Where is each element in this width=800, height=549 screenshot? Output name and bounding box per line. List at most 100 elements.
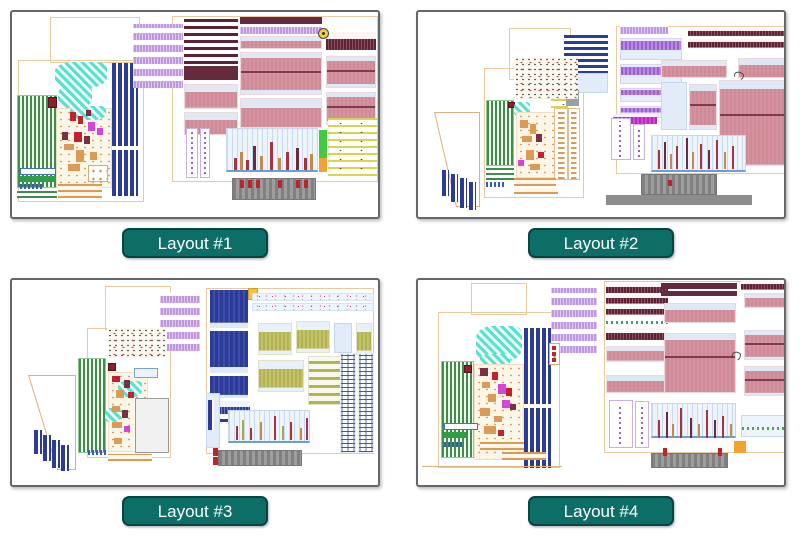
salmon-band-block <box>738 58 784 78</box>
red-dot-block <box>492 372 498 380</box>
red-dot-block <box>112 376 120 382</box>
micro-rows-block <box>340 353 356 453</box>
navy-cols-block <box>34 430 42 454</box>
lightblue-block <box>334 323 352 353</box>
gray-dock-block <box>641 174 717 195</box>
sp-red-block <box>306 418 308 440</box>
tan-rows-block <box>108 454 152 461</box>
navy-cols-block <box>52 440 60 468</box>
red-dot-block <box>552 358 556 362</box>
olive-band-block <box>258 360 304 392</box>
maroon-mark-block <box>536 134 542 142</box>
magenta-dot-block <box>502 400 510 408</box>
green-bars-block <box>17 190 57 198</box>
maroon-mark-block <box>480 368 488 376</box>
red-dot-block <box>506 388 512 396</box>
spike-panel-block <box>651 403 736 438</box>
outline-block <box>50 17 140 63</box>
layout-3-section: Layout #3 <box>10 278 380 526</box>
purple-band-block <box>620 38 682 60</box>
layout-1-section: Layout #1 <box>10 10 380 258</box>
sp-tan-block <box>670 154 672 169</box>
red-dot-block <box>278 180 282 188</box>
red-dot-block <box>538 152 544 158</box>
salmon-band-block <box>606 346 668 362</box>
blue-scrib-block <box>20 184 44 189</box>
sp-maroon-block <box>690 418 692 438</box>
gray-solid-block <box>606 195 752 205</box>
layouts-grid: Layout #1 Layout #2 Layout #3 Layout #4 <box>10 10 786 526</box>
tan-rows-block <box>502 452 546 460</box>
sp-red-block <box>270 142 273 170</box>
dkred-box-block <box>108 363 116 371</box>
tan-mark-block <box>482 382 490 388</box>
layout-3-button[interactable]: Layout #3 <box>122 496 268 526</box>
hazard-block <box>318 28 329 39</box>
sp-red-block <box>290 422 292 440</box>
tan-cols-strip-block <box>568 108 580 180</box>
salmon-band-block <box>240 98 322 128</box>
tan-mark-block <box>530 124 536 134</box>
maroon-noise-block <box>688 28 784 36</box>
tan-rows-block <box>58 184 102 198</box>
purple-dotcol-block <box>609 400 633 448</box>
dot-row-block <box>252 303 374 311</box>
tan-mark-block <box>112 422 122 428</box>
navy-cols-block <box>208 400 214 430</box>
layout-2-section: Layout #2 <box>416 10 786 258</box>
layout-2-button[interactable]: Layout #2 <box>528 228 674 258</box>
tan-mark-block <box>64 144 74 150</box>
magenta-dot-block <box>97 128 103 135</box>
green-racks-block <box>78 358 106 453</box>
layout-4-button[interactable]: Layout #4 <box>528 496 674 526</box>
blue-label-block <box>134 368 158 378</box>
dkred-box-block <box>464 365 472 373</box>
sign-green-block <box>20 176 56 182</box>
layout-2-card <box>416 10 786 219</box>
magenta-dot-block <box>124 426 130 432</box>
red-dot-block <box>498 430 504 436</box>
maroon-noise-block <box>606 295 668 304</box>
room-block <box>135 398 169 453</box>
layout-1-button[interactable]: Layout #1 <box>122 228 268 258</box>
olive-rows-block <box>308 356 342 405</box>
tan-mark-block <box>530 164 540 170</box>
sign-white-block <box>20 168 56 175</box>
navy-cols-block <box>442 170 449 196</box>
orange-box-block <box>319 158 327 172</box>
salmon-line-block <box>744 366 784 396</box>
trap-line-block <box>479 112 480 207</box>
sp-tan-block <box>672 424 674 438</box>
maroon-noise-block <box>741 281 784 290</box>
sp-red-block <box>700 144 702 169</box>
navy-block-block <box>210 290 248 328</box>
green-racks-block <box>441 361 474 458</box>
salmon-big-block <box>664 333 736 393</box>
sp-tan-block <box>260 422 262 440</box>
navy-cols-block <box>61 445 69 471</box>
sp-maroon-block <box>666 412 668 438</box>
sp-tan-block <box>300 428 302 440</box>
salmon-band-block <box>184 112 238 135</box>
sp-maroon-block <box>686 138 688 169</box>
sp-red-block <box>250 428 252 440</box>
purple-dotcol-block <box>635 401 649 448</box>
dkred-box-block <box>48 97 57 108</box>
salmon-line-block <box>240 52 322 95</box>
tan-mark-block <box>90 152 97 160</box>
red-dot-block <box>552 352 556 356</box>
blue-scrib-block <box>88 450 106 455</box>
navy-cols-block <box>469 182 476 210</box>
layout-3-card <box>10 278 380 487</box>
navy-cols-block <box>451 174 458 202</box>
purple-dotcol-block <box>633 124 645 160</box>
maroon-stripes-block <box>184 18 238 64</box>
sp-red-block <box>236 426 238 440</box>
tan-rows-block <box>480 440 524 450</box>
tan-cols-strip-block <box>554 108 568 180</box>
orange-box-block <box>734 441 746 453</box>
red-dot-block <box>663 448 667 456</box>
outline-block <box>616 26 784 174</box>
maroon-mark-block <box>84 136 90 144</box>
sp-maroon-block <box>296 148 299 170</box>
